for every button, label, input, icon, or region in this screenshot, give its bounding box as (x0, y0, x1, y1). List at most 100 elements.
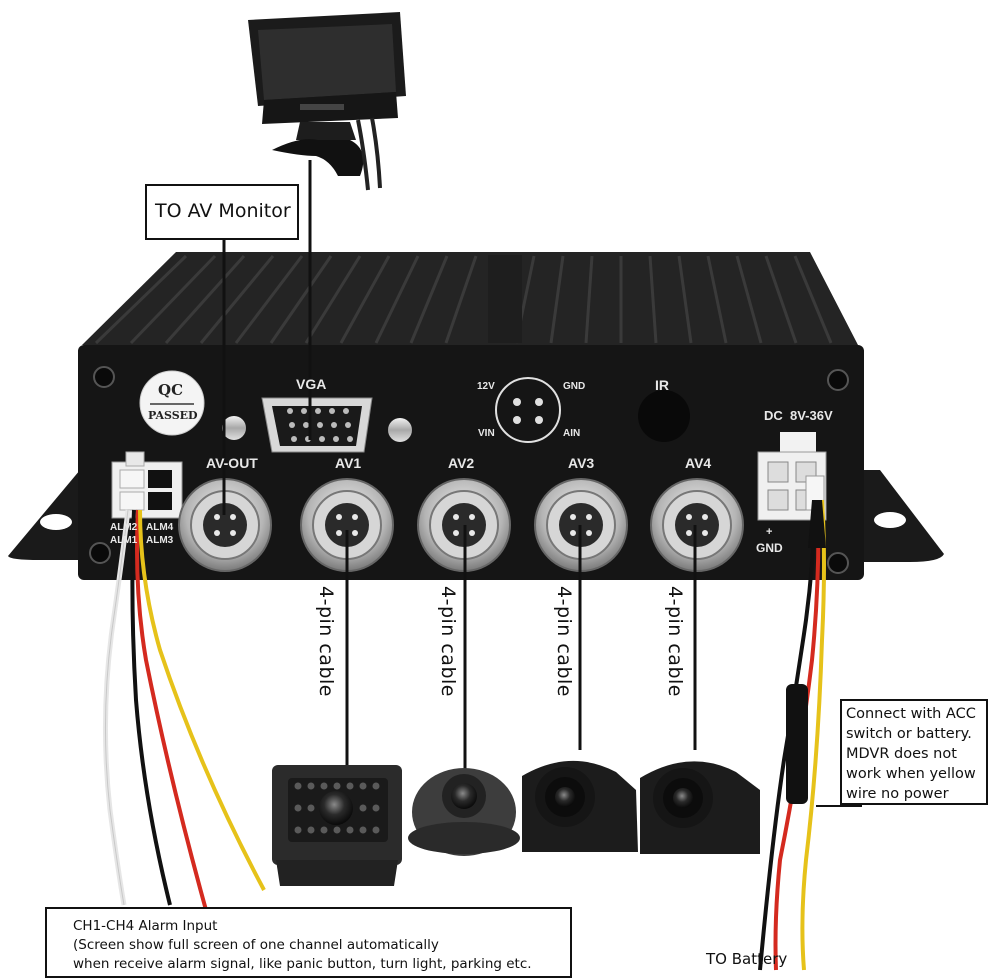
av-port-pin (702, 514, 708, 520)
av-port-pin (230, 514, 236, 520)
heat-sink-rib (164, 254, 246, 345)
alm1-label: ALM1 (110, 535, 138, 546)
av-port-pin (453, 514, 459, 520)
acc-note-line-4: work when yellow (846, 766, 976, 782)
camera-side-mount-1 (522, 760, 638, 852)
av-port-pin (453, 530, 459, 536)
power-4pin-diagram (495, 377, 561, 443)
vga-pin (345, 422, 351, 428)
port-label-av4: AV4 (685, 455, 712, 471)
av-port-socket (203, 503, 247, 547)
av-port-pin (570, 514, 576, 520)
camera-side-mount-2 (640, 761, 760, 854)
power-plus-label: + (766, 526, 773, 538)
av-port-pin (469, 514, 475, 520)
av-port-pin (336, 530, 342, 536)
ir-led (372, 804, 380, 812)
vga-pin (319, 436, 325, 442)
heat-sink-rib (706, 255, 728, 344)
alm4-label: ALM4 (146, 522, 174, 533)
ir-led (346, 782, 354, 790)
av-ports (178, 478, 744, 572)
ir-led (307, 782, 315, 790)
av-port-pin (686, 530, 692, 536)
to-av-monitor-text: TO AV Monitor (155, 200, 291, 222)
ir-window (638, 390, 690, 442)
camera-box-type (272, 765, 402, 886)
power-gnd-label: GND (756, 541, 783, 555)
heat-sink-rib (129, 254, 217, 345)
heat-sink-rib (444, 255, 478, 344)
alm3-label: ALM3 (146, 535, 174, 546)
vga-pin (331, 422, 337, 428)
qc-sticker-top: QC (158, 381, 184, 399)
qc-sticker-bottom: PASSED (148, 409, 198, 422)
ir-led (359, 826, 367, 834)
port-label-av3: AV3 (568, 455, 595, 471)
vga-pin (301, 408, 307, 414)
alarm-line-3: when receive alarm signal, like panic bu… (73, 956, 532, 972)
pin-gnd-label: GND (563, 381, 586, 392)
acc-note-line-3: MDVR does not (846, 746, 957, 762)
heat-sink-rib (304, 255, 362, 344)
av-port-pin (702, 530, 708, 536)
heat-sink-rib (234, 255, 304, 344)
heat-sink-rib (374, 255, 420, 344)
av-port-pin (214, 514, 220, 520)
vga-port (222, 397, 412, 453)
mdvr-unit (8, 252, 944, 580)
av-port-pin (336, 514, 342, 520)
port-label-av-out: AV-OUT (206, 455, 258, 471)
qc-passed-sticker (139, 370, 205, 436)
ir-led (346, 826, 354, 834)
heat-sink-ribs (94, 254, 833, 345)
av-port-pin (686, 514, 692, 520)
av-port-socket (325, 503, 369, 547)
ir-led (359, 804, 367, 812)
vga-pin (289, 422, 295, 428)
vga-pin (329, 408, 335, 414)
heat-sink-rib (735, 255, 763, 344)
vga-label: VGA (296, 376, 327, 392)
vga-pin (315, 408, 321, 414)
cable-label-av2: 4-pin cable (437, 586, 459, 697)
panel-screws (89, 366, 849, 574)
heat-sink-rib (677, 255, 693, 344)
av-port-socket (675, 503, 719, 547)
alarm-connector (111, 451, 183, 519)
av-port-pin (586, 514, 592, 520)
ir-led (307, 804, 315, 812)
ir-led (294, 782, 302, 790)
pin-12v-label: 12V (477, 381, 495, 392)
heat-sink-rib (764, 255, 798, 344)
pin-ain-label: AIN (563, 428, 581, 439)
heat-sink-rib (339, 255, 391, 344)
to-av-monitor-label: TO AV Monitor (145, 184, 299, 240)
vga-pin (343, 408, 349, 414)
av-port-pin (586, 530, 592, 536)
ir-led (294, 804, 302, 812)
ir-led (372, 826, 380, 834)
ir-led (333, 826, 341, 834)
av-port-pin (214, 530, 220, 536)
pin-vin-label: VIN (478, 428, 495, 439)
acc-note-line-1: Connect with ACC (846, 706, 976, 722)
av-monitor (248, 12, 406, 191)
av-port-pin (570, 530, 576, 536)
ir-label: IR (655, 377, 669, 393)
acc-note-line-2: switch or battery. (846, 726, 972, 742)
cable-label-av3: 4-pin cable (553, 586, 575, 697)
heat-sink-rib (269, 255, 333, 344)
port-label-av2: AV2 (448, 455, 475, 471)
av-port-pin (352, 514, 358, 520)
heat-sink-rib (409, 255, 449, 344)
ir-led (359, 782, 367, 790)
camera-dome (408, 768, 520, 856)
acc-note-line-5: wire no power (846, 786, 949, 802)
heat-sink-rib (793, 255, 833, 344)
ir-led (320, 826, 328, 834)
heat-sink-rib (584, 255, 594, 344)
heat-sink-rib (648, 255, 658, 344)
